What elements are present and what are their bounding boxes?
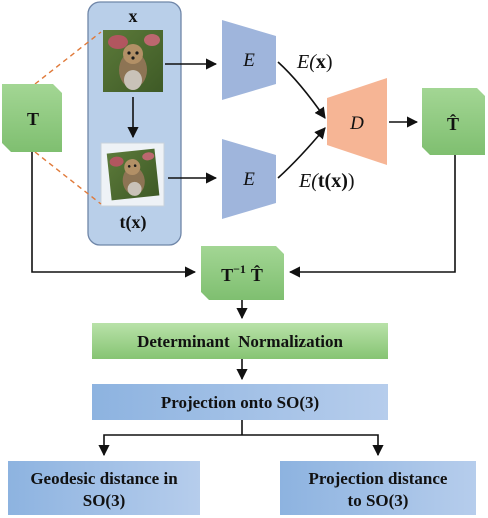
input-image-tx <box>100 142 165 207</box>
arrow-encoder-bottom-to-decoder <box>277 127 326 179</box>
encoder-bottom-label: E <box>242 169 255 190</box>
t-box-label: T <box>27 109 39 129</box>
product-box <box>201 246 284 300</box>
tx-label-suffix: ) <box>141 212 147 233</box>
geodesic-line2: SO(3) <box>83 491 126 510</box>
projection-distance-label: Projection distance to SO(3) <box>309 469 448 510</box>
encoder-top-output-label: E(x) <box>296 51 333 73</box>
product-sup: −1 <box>233 262 246 276</box>
ex-prefix: E( <box>296 51 317 73</box>
projdist-line2: to SO(3) <box>348 491 409 510</box>
t-hat-box <box>422 88 485 155</box>
arrow-that-to-product <box>288 155 456 278</box>
x-label: x <box>129 6 138 26</box>
determinant-normalization-box <box>92 323 388 359</box>
tx-label-arg: x <box>132 212 141 232</box>
encoder-top <box>222 20 276 100</box>
geodesic-distance-label: Geodesic distance in SO(3) <box>30 469 178 510</box>
arrow-to-projection-distance <box>242 434 384 457</box>
ex-suffix: ) <box>326 51 333 73</box>
etx-suffix: ) <box>348 170 355 192</box>
projection-box <box>92 384 388 420</box>
encoder-bottom <box>222 139 276 219</box>
ex-arg: x <box>316 51 326 73</box>
encoder-top-label: E <box>242 50 255 71</box>
tx-label: t(x) <box>120 212 147 233</box>
tx-label-prefix: t( <box>120 212 132 233</box>
projection-distance-box <box>280 461 476 515</box>
product-base: T <box>221 265 233 285</box>
arrow-t-to-product <box>31 152 197 278</box>
encoder-bottom-output-label: E(t(x)) <box>298 170 355 192</box>
product-hat: T̂ <box>251 265 263 285</box>
decoder <box>327 78 387 165</box>
decoder-label: D <box>349 113 364 134</box>
arrow-to-geodesic <box>98 434 242 457</box>
projdist-line1: Projection distance <box>309 469 448 488</box>
geodesic-distance-box <box>8 461 200 515</box>
input-image-x <box>103 30 163 92</box>
t-box <box>2 84 62 152</box>
t-hat-label: T̂ <box>447 114 459 134</box>
geodesic-line1: Geodesic distance in <box>30 469 178 488</box>
product-label: T−1 T̂ <box>221 262 263 285</box>
arrow-encoder-top-to-decoder <box>277 61 326 119</box>
projection-label: Projection onto SO(3) <box>161 393 319 412</box>
determinant-normalization-label: Determinant Normalization <box>137 332 343 351</box>
etx-arg: t(x) <box>318 170 348 192</box>
etx-prefix: E( <box>298 170 319 192</box>
